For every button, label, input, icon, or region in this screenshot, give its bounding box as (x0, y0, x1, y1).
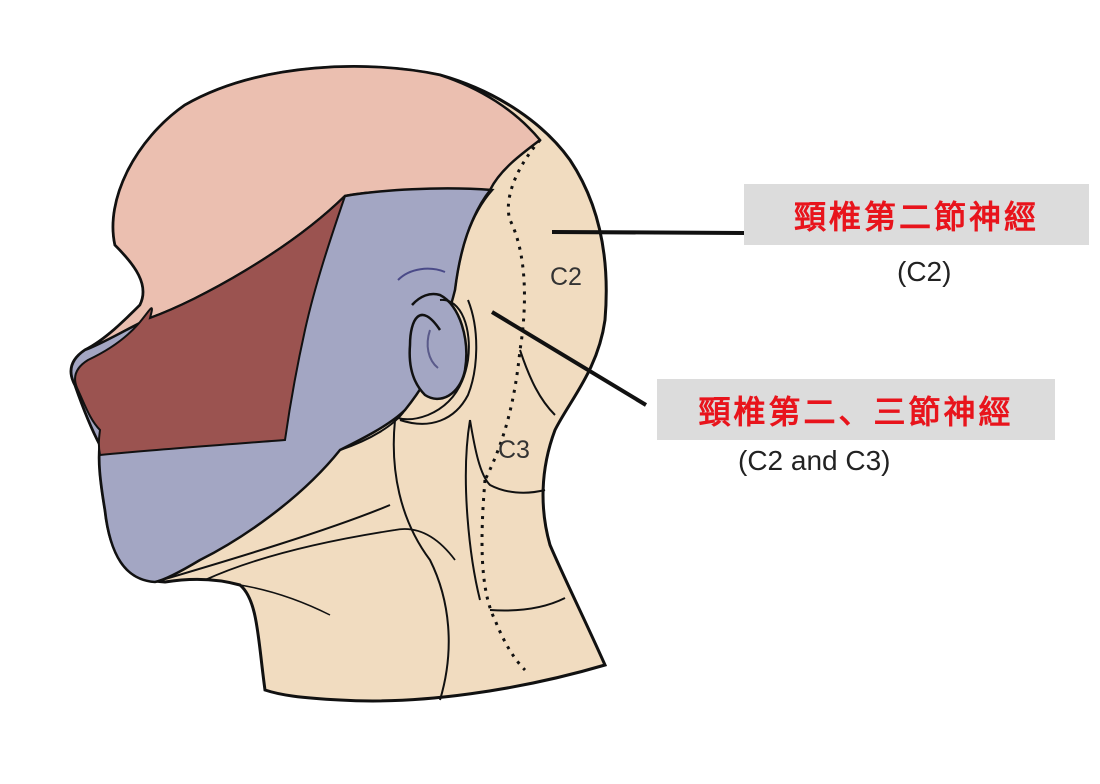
callout-c2-subtitle: (C2) (897, 256, 951, 288)
zone-label-c2: C2 (550, 263, 582, 291)
callout-c2-c3-title: 頸椎第二、三節神經 (657, 379, 1055, 440)
leader-line-c2 (552, 232, 744, 233)
zone-label-c3: C3 (498, 436, 530, 464)
callout-c2-title: 頸椎第二節神經 (744, 184, 1089, 245)
callout-c2-c3-subtitle: (C2 and C3) (738, 445, 891, 477)
